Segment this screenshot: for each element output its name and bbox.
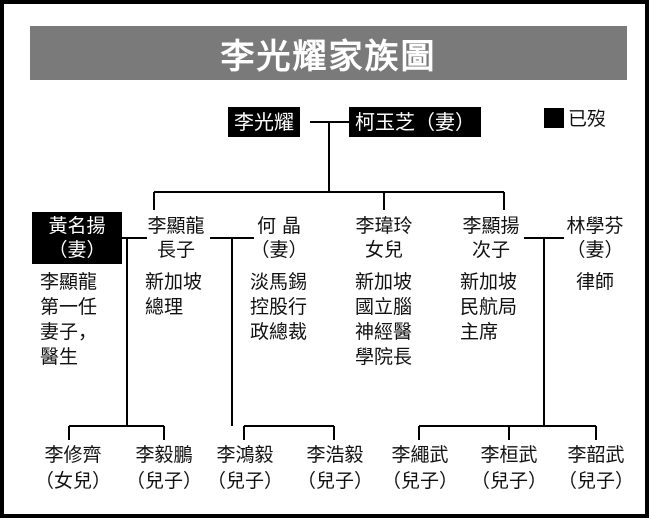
desc-line: 新加坡 <box>460 271 518 293</box>
gen3-name-5: 李繩武 <box>391 444 449 466</box>
desc-line: 李顯龍 <box>40 271 98 293</box>
gen2-role-2: 長子 <box>156 239 195 261</box>
gen3-person-3: 李鴻毅 （兒子） <box>203 442 287 494</box>
gen2-role-4: 女兒 <box>364 239 403 261</box>
gen3-role-2: （兒子） <box>125 470 202 492</box>
gen2-name-1: 黃名揚 <box>48 215 106 237</box>
gen2-person-3: 何 晶 （妻） <box>244 214 314 262</box>
gen2-person-5: 李顯揚 次子 <box>456 214 526 262</box>
gen2-desc-4: 新加坡 國立腦 神經醫 學院長 <box>355 270 412 370</box>
desc-line: 控股行 <box>250 296 308 318</box>
gen3-name-1: 李修齊 <box>44 444 102 466</box>
gen3-name-6: 李桓武 <box>480 444 538 466</box>
desc-line: 律師 <box>576 271 615 293</box>
desc-line: 妻子， <box>40 321 98 343</box>
gen3-person-7: 李韶武 （兒子） <box>554 442 638 494</box>
desc-line: 國立腦 <box>355 296 413 318</box>
gen3-role-7: （兒子） <box>557 470 634 492</box>
gen2-desc-6: 律師 <box>576 270 614 295</box>
gen2-desc-5: 新加坡 民航局 主席 <box>460 270 517 345</box>
desc-line: 學院長 <box>355 346 413 368</box>
gen2-person-1: 黃名揚 （妻） <box>32 212 122 264</box>
page-title: 李光耀家族圖 <box>220 36 437 77</box>
desc-line: 新加坡 <box>145 271 203 293</box>
gen3-name-3: 李鴻毅 <box>216 444 274 466</box>
desc-line: 醫生 <box>40 346 79 368</box>
gen2-person-6: 林學芬 （妻） <box>560 214 630 262</box>
gen3-role-6: （兒子） <box>470 470 547 492</box>
legend-swatch <box>544 107 564 128</box>
gen2-role-1: （妻） <box>48 239 106 261</box>
connector-lines <box>68 121 597 440</box>
desc-line: 淡馬錫 <box>250 271 308 293</box>
gen3-role-3: （兒子） <box>206 470 283 492</box>
gen2-name-4: 李瑋玲 <box>355 215 413 237</box>
title-bar: 李光耀家族圖 <box>30 26 627 80</box>
gen2-role-6: （妻） <box>566 239 624 261</box>
root-spouse: 柯玉芝（妻） <box>349 107 481 137</box>
gen3-person-6: 李桓武 （兒子） <box>467 442 551 494</box>
gen2-role-3: （妻） <box>250 239 308 261</box>
gen3-person-4: 李浩毅 （兒子） <box>293 442 377 494</box>
gen2-person-2: 李顯龍 長子 <box>136 214 216 262</box>
root-person: 李光耀 <box>228 107 300 137</box>
desc-line: 政總裁 <box>250 321 308 343</box>
legend-label: 已歿 <box>568 108 607 130</box>
gen2-desc-1: 李顯龍 第一任 妻子， 醫生 <box>40 270 97 370</box>
gen2-desc-2: 新加坡 總理 <box>145 270 202 320</box>
gen3-name-2: 李毅鵬 <box>135 444 193 466</box>
gen2-name-5: 李顯揚 <box>462 215 520 237</box>
gen2-role-5: 次子 <box>471 239 510 261</box>
gen3-role-4: （兒子） <box>296 470 373 492</box>
gen3-name-7: 李韶武 <box>567 444 625 466</box>
desc-line: 民航局 <box>460 296 518 318</box>
gen2-desc-3: 淡馬錫 控股行 政總裁 <box>250 270 307 345</box>
desc-line: 主席 <box>460 321 499 343</box>
desc-line: 新加坡 <box>355 271 413 293</box>
gen3-role-1: （女兒） <box>34 470 111 492</box>
gen3-role-5: （兒子） <box>381 470 458 492</box>
desc-line: 神經醫 <box>355 321 413 343</box>
gen3-name-4: 李浩毅 <box>306 444 364 466</box>
gen2-person-4: 李瑋玲 女兒 <box>349 214 419 262</box>
gen3-person-5: 李繩武 （兒子） <box>378 442 462 494</box>
gen2-name-2: 李顯龍 <box>147 215 205 237</box>
legend: 已歿 <box>544 104 606 131</box>
gen2-name-6: 林學芬 <box>566 215 624 237</box>
desc-line: 第一任 <box>40 296 98 318</box>
desc-line: 總理 <box>145 296 184 318</box>
gen3-person-2: 李毅鵬 （兒子） <box>122 442 206 494</box>
gen2-name-3: 何 晶 <box>256 215 302 237</box>
gen3-person-1: 李修齊 （女兒） <box>34 442 112 494</box>
